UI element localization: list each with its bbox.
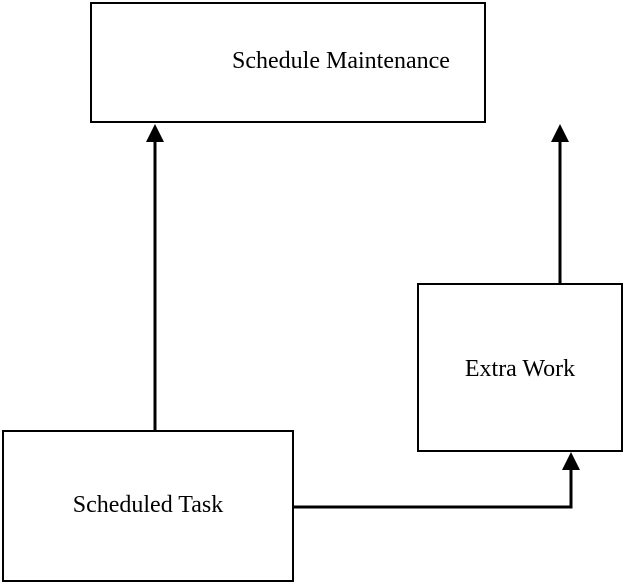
node-scheduled-task: Scheduled Task [2,430,294,582]
node-scheduled-task-box [2,430,294,582]
edge-scheduled-task-to-schedule-maintenance [146,124,164,430]
node-schedule-maintenance-box [90,2,486,123]
arrowhead-icon [562,452,580,470]
edge-scheduled-task-to-extra-work-line [294,470,573,509]
node-extra-work: Extra Work [417,283,623,452]
node-schedule-maintenance: Schedule Maintenance [90,2,486,123]
node-schedule-maintenance-label: Schedule Maintenance [232,48,450,74]
arrowhead-icon [146,124,164,142]
node-extra-work-label: Extra Work [465,356,575,382]
node-scheduled-task-label: Scheduled Task [73,492,224,518]
node-extra-work-box [417,283,623,452]
edge-extra-work-to-schedule-maintenance [551,124,569,283]
edge-scheduled-task-to-extra-work [294,452,580,509]
arrowhead-icon [551,124,569,142]
